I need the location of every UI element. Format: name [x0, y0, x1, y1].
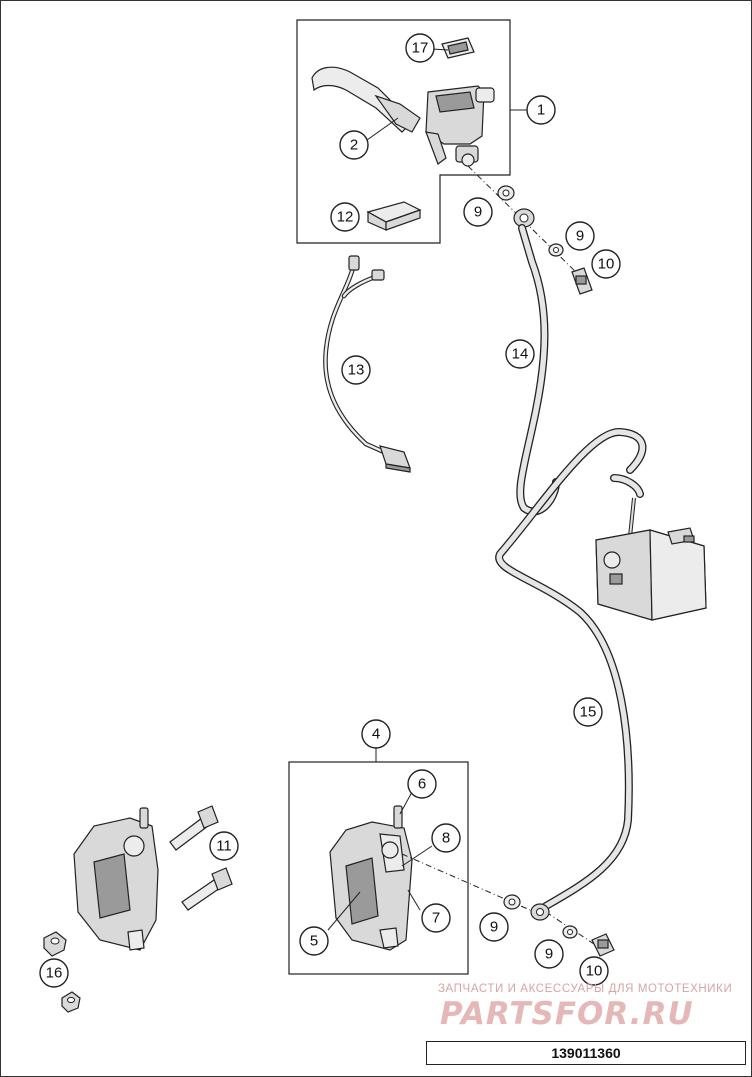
svg-text:10: 10 [598, 256, 615, 273]
brake-hose-lower [495, 428, 647, 910]
reservoir-gasket [441, 37, 475, 59]
callout-2: 2 [339, 130, 369, 160]
banjo-fitting [513, 208, 535, 228]
svg-text:7: 7 [432, 910, 440, 927]
nut [61, 991, 81, 1013]
callout-14: 14 [505, 339, 535, 369]
svg-text:15: 15 [580, 704, 597, 721]
svg-text:1: 1 [537, 102, 545, 119]
sensor-cable [323, 255, 411, 473]
abs-unit [595, 527, 707, 621]
svg-text:14: 14 [512, 346, 529, 363]
brake-lever [311, 66, 421, 133]
callout-9: 9 [479, 912, 509, 942]
svg-text:4: 4 [372, 726, 380, 743]
callout-11: 11 [209, 831, 239, 861]
banjo-bolt [591, 933, 615, 957]
brake-caliper-assembled [73, 807, 159, 951]
callout-15: 15 [573, 697, 603, 727]
caliper-group-box [288, 761, 469, 975]
svg-text:9: 9 [545, 946, 553, 963]
svg-text:16: 16 [46, 965, 63, 982]
banjo-fitting [530, 903, 550, 921]
callout-7: 7 [421, 903, 451, 933]
svg-text:13: 13 [348, 362, 365, 379]
bracket [366, 201, 422, 231]
callout-9: 9 [463, 197, 493, 227]
callout-12: 12 [330, 202, 360, 232]
callout-6: 6 [407, 769, 437, 799]
watermark-tagline: ЗАПЧАСТИ И АКСЕССУАРЫ ДЛЯ МОТОТЕХНИКИ [438, 983, 733, 995]
svg-text:11: 11 [216, 838, 232, 855]
svg-text:10: 10 [586, 963, 603, 980]
caliper-bolt [169, 805, 219, 851]
callout-17: 17 [405, 33, 435, 63]
svg-text:8: 8 [442, 830, 450, 847]
callout-9: 9 [534, 939, 564, 969]
svg-text:12: 12 [337, 209, 354, 226]
washer [548, 243, 564, 257]
svg-text:6: 6 [418, 776, 426, 793]
callout-13: 13 [341, 355, 371, 385]
svg-text:9: 9 [474, 204, 482, 221]
brake-hose-upper [516, 224, 560, 516]
banjo-bolt [571, 267, 593, 295]
master-cylinder [425, 85, 495, 167]
callout-4: 4 [361, 719, 391, 749]
document-number: 139011360 [426, 1041, 746, 1065]
svg-text:5: 5 [310, 933, 318, 950]
callout-10: 10 [579, 956, 609, 986]
callout-8: 8 [431, 823, 461, 853]
caliper-bolt [181, 867, 233, 911]
washer [497, 185, 515, 201]
washer [562, 925, 578, 939]
master-cylinder-group-box [296, 19, 511, 244]
svg-text:9: 9 [490, 919, 498, 936]
callout-10: 10 [591, 249, 621, 279]
callout-9: 9 [565, 221, 595, 251]
svg-text:2: 2 [350, 137, 358, 154]
svg-text:9: 9 [576, 228, 584, 245]
brake-caliper [329, 805, 413, 951]
nut [43, 931, 67, 957]
callout-1: 1 [526, 95, 556, 125]
svg-text:17: 17 [412, 40, 429, 57]
callout-5: 5 [299, 926, 329, 956]
watermark-brand: PARTSFOR.RU [440, 996, 694, 1032]
callout-16: 16 [39, 958, 69, 988]
washer [503, 894, 521, 910]
